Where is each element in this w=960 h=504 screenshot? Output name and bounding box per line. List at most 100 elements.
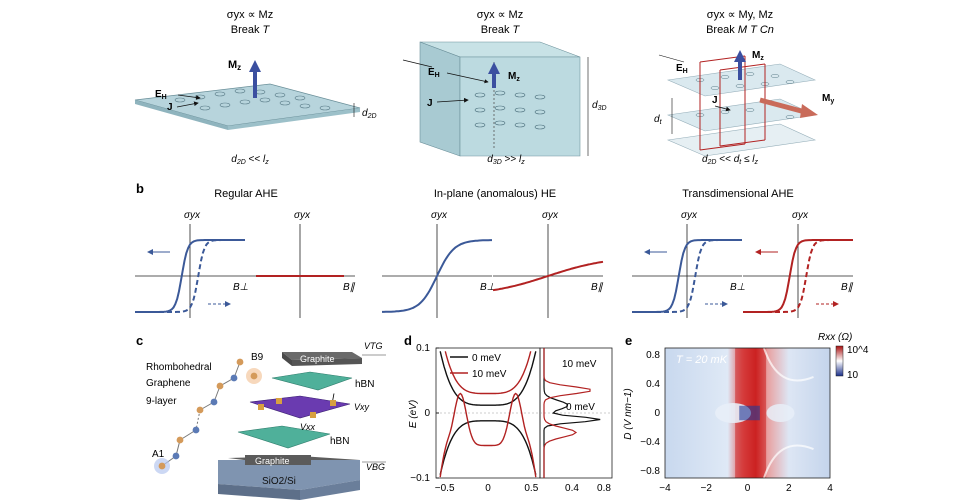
b-y-label: σyx — [431, 210, 448, 221]
svg-text:J: J — [712, 95, 718, 106]
svg-text:Graphite: Graphite — [300, 354, 335, 364]
svg-text:d3D: d3D — [592, 100, 607, 112]
panel-b-title-3: Transdimensional AHE — [682, 188, 793, 200]
d-legend-0: 0 meV — [472, 353, 501, 364]
e-cbar-tick-lo: 10 — [847, 370, 859, 381]
b-curve-solid — [382, 239, 492, 313]
svg-text:d2D: d2D — [362, 108, 377, 120]
svg-text:VTG: VTG — [364, 341, 383, 351]
e-white-line-2 — [763, 444, 814, 479]
svg-text:Break T: Break T — [481, 24, 521, 36]
svg-text:d2D << dt ≤ lz: d2D << dt ≤ lz — [702, 154, 759, 166]
svg-text:hBN: hBN — [355, 379, 374, 390]
e-ytick: 0 — [654, 408, 660, 419]
b-y-label: σyx — [294, 210, 311, 221]
slab-2d: Mz EH J d2D d2D << lz — [134, 59, 377, 166]
svg-text:Break M T Cn: Break M T Cn — [706, 24, 774, 36]
d-xtick: 0 — [485, 483, 491, 494]
svg-text:Mz: Mz — [228, 59, 241, 72]
svg-text:d2D << lz: d2D << lz — [231, 154, 269, 166]
panel-b-title-1: Regular AHE — [214, 188, 278, 200]
e-xtick: 4 — [827, 483, 833, 494]
svg-text:VBG: VBG — [366, 462, 385, 472]
svg-text:hBN: hBN — [330, 436, 349, 447]
svg-text:SiO2/Si: SiO2/Si — [262, 476, 296, 487]
e-colorbar — [835, 345, 844, 377]
b-x-label: B⊥ — [480, 282, 496, 293]
e-cbar-title: Rxx (Ω) — [818, 332, 852, 343]
svg-text:d3D >> lz: d3D >> lz — [487, 154, 525, 166]
b-curve-dashed — [135, 239, 245, 313]
b-x-label: B⊥ — [233, 282, 249, 293]
cube-3d: Mz EH J d3D d3D >> lz — [402, 41, 607, 166]
b-y-label: σyx — [542, 210, 559, 221]
svg-text:EH: EH — [676, 63, 688, 75]
a1-label: A1 — [152, 449, 165, 460]
svg-text:Mz: Mz — [508, 71, 520, 83]
panel-a-col3-header: σyx ∝ My, Mz Break M T Cn — [706, 9, 774, 36]
d-legend-10: 10 meV — [472, 369, 507, 380]
d-band-0-down — [439, 420, 537, 475]
d-xtick-right: 0.8 — [597, 483, 611, 494]
svg-text:EH: EH — [428, 67, 440, 79]
e-ytick: −0.8 — [640, 466, 660, 477]
e-cbar-tick-hi: 10^4 — [847, 345, 869, 356]
d-right-label-10: 10 meV — [562, 359, 597, 370]
panel-a-col1-header: σyx ∝ Mz Break T — [227, 9, 273, 36]
panel-b-title-2: In-plane (anomalous) HE — [434, 188, 556, 200]
b-x-label: B∥ — [591, 282, 604, 293]
panel-e-label: e — [625, 333, 632, 348]
col2-eq: σyx ∝ Mz — [477, 9, 523, 21]
b-x-label: B∥ — [343, 282, 356, 293]
svg-text:9-layer: 9-layer — [146, 396, 177, 407]
b-y-label: σyx — [792, 210, 809, 221]
atoms — [154, 358, 262, 474]
b-curve-dashed — [632, 239, 742, 313]
panel-b-label: b — [136, 181, 144, 196]
d-dos-10 — [543, 348, 591, 478]
mz-arrow-head — [249, 60, 261, 72]
e-blue-gap — [739, 405, 760, 421]
svg-text:Vxx: Vxx — [300, 422, 316, 432]
d-band-10-up — [444, 351, 532, 395]
svg-text:J: J — [167, 102, 173, 113]
b-y-label: σyx — [681, 210, 698, 221]
col3-eq: σyx ∝ My, Mz — [707, 9, 773, 21]
e-ytick: 0.4 — [646, 379, 660, 390]
svg-text:Vxy: Vxy — [354, 402, 370, 412]
d-band-0-up — [439, 351, 537, 406]
panel-d-label: d — [404, 333, 412, 348]
svg-text:dt: dt — [654, 114, 663, 126]
d-ylabel: E (eV) — [408, 400, 419, 428]
svg-text:EH: EH — [155, 89, 167, 101]
b9-label: B9 — [251, 352, 264, 363]
e-ylabel: D (V nm−1) — [623, 388, 634, 439]
d-xtick: 0.5 — [524, 483, 538, 494]
svg-text:I: I — [332, 392, 335, 402]
svg-text:Graphene: Graphene — [146, 378, 191, 389]
svg-text:J: J — [427, 98, 433, 109]
d-ytick: 0.1 — [416, 343, 430, 354]
panel-c-label: c — [136, 333, 143, 348]
e-xtick: −2 — [701, 483, 713, 494]
d-right-label-0: 0 meV — [566, 402, 595, 413]
rhombo-labels: Rhombohedral Graphene 9-layer — [146, 362, 212, 407]
e-xtick: −4 — [659, 483, 671, 494]
transdim-sketch: Mz My EH J dt d2D << dt ≤ lz — [654, 50, 834, 166]
svg-text:Graphite: Graphite — [255, 456, 290, 466]
d-xtick: −0.5 — [435, 483, 455, 494]
b-x-label: B∥ — [841, 282, 854, 293]
panel-a-col2-header: σyx ∝ Mz Break T — [477, 9, 523, 36]
b-x-label: B⊥ — [730, 282, 746, 293]
b-y-label: σyx — [184, 210, 201, 221]
d-ytick: 0 — [424, 408, 430, 419]
